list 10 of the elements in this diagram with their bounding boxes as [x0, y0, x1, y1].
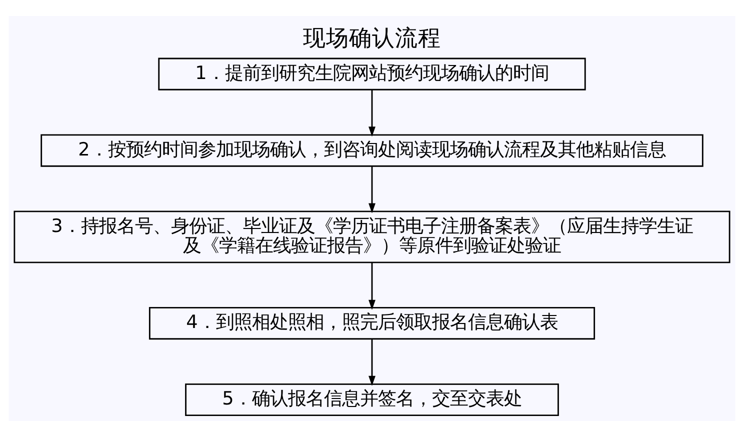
arrow	[368, 262, 376, 310]
node-box: 1．提前到研究生院网站预约现场确认的时间	[158, 58, 586, 90]
node-box: 3．持报名号、身份证、毕业证及《学历证书电子注册备案表》（应届生持学生证及《学籍在线验证报告》）等原件到验证处验证	[14, 210, 730, 264]
arrow	[368, 166, 376, 214]
arrow	[368, 338, 376, 386]
node-box: 5．确认报名信息并签名，交至交表处	[185, 383, 559, 416]
diagram-title: 现场确认流程	[303, 25, 441, 52]
arrow	[368, 90, 376, 137]
node-box: 4．到照相处照相，照完后领取报名信息确认表	[148, 307, 596, 340]
node-box: 2．按预约时间参加现场确认，到咨询处阅读现场确认流程及其他粘贴信息	[40, 134, 704, 167]
